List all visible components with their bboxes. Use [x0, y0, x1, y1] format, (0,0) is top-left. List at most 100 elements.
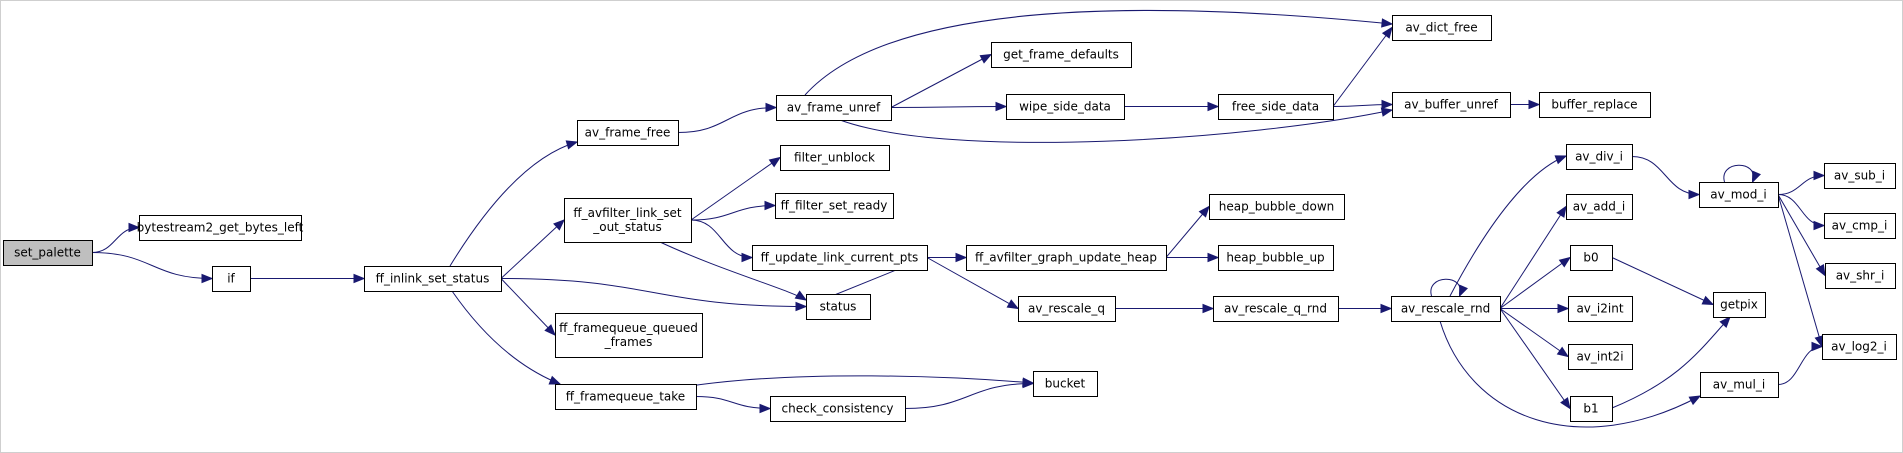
node-box: [991, 42, 1132, 68]
function-node-av-sub-i[interactable]: av_sub_i: [1824, 163, 1896, 189]
node-box: [1570, 396, 1613, 422]
edge-arrowhead: [1813, 220, 1826, 231]
function-node-av-add-i[interactable]: av_add_i: [1566, 194, 1633, 220]
edge-arrowhead: [1751, 170, 1761, 184]
function-node-av-frame-unref[interactable]: av_frame_unref: [776, 95, 892, 121]
call-edge: [1499, 205, 1567, 309]
call-edge: [1338, 303, 1393, 314]
edge-line: [451, 290, 561, 385]
node-box: [806, 294, 871, 320]
function-node-ff-avfilter-graph-update-heap[interactable]: ff_avfilter_graph_update_heap: [966, 245, 1167, 271]
function-node-av-rescale-q[interactable]: av_rescale_q: [1018, 296, 1116, 322]
function-node-if[interactable]: if: [212, 266, 251, 292]
function-node-getpix[interactable]: getpix: [1713, 292, 1766, 318]
node-label: av_add_i: [1573, 200, 1625, 214]
edge-arrowhead: [995, 101, 1008, 112]
node-label: av_shr_i: [1836, 269, 1885, 283]
edge-line: [91, 252, 213, 279]
function-node-ff-update-link-current-pts[interactable]: ff_update_link_current_pts: [752, 245, 928, 271]
node-label: av_cmp_i: [1832, 219, 1888, 233]
call-edge: [1449, 155, 1568, 297]
edge-arrowhead: [979, 53, 993, 64]
node-label: ff_avfilter_link_set: [573, 206, 681, 220]
function-node-check-consistency[interactable]: check_consistency: [770, 396, 906, 422]
edge-line: [1449, 155, 1567, 297]
edge-line: [690, 219, 753, 258]
function-node-av-log2-i[interactable]: av_log2_i: [1822, 334, 1897, 360]
function-node-b0[interactable]: b0: [1570, 245, 1613, 271]
node-box: [780, 145, 890, 171]
call-edge: [690, 200, 777, 221]
function-node-buffer-replace[interactable]: buffer_replace: [1539, 92, 1651, 118]
function-node-av-mul-i[interactable]: av_mul_i: [1700, 372, 1779, 398]
node-box: [1392, 15, 1492, 41]
function-node-av-mod-i[interactable]: av_mod_i: [1699, 182, 1779, 208]
function-node-status[interactable]: status: [806, 294, 871, 320]
node-label: ff_framequeue_queued: [559, 321, 698, 335]
function-node-get-frame-defaults[interactable]: get_frame_defaults: [991, 42, 1132, 68]
function-node-heap-bubble-down[interactable]: heap_bubble_down: [1209, 194, 1345, 220]
edge-arrowhead: [1813, 170, 1826, 181]
call-edge: [804, 9, 1394, 96]
function-node-av-rescale-rnd[interactable]: av_rescale_rnd: [1391, 296, 1501, 322]
function-node-ff-framequeue-queued-frames[interactable]: ff_framequeue_queued_frames: [555, 313, 703, 358]
call-edge: [500, 278, 556, 336]
function-node-ff-inlink-set-status[interactable]: ff_inlink_set_status: [364, 266, 502, 292]
function-node-ff-framequeue-take[interactable]: ff_framequeue_take: [555, 384, 697, 410]
node-label: getpix: [1720, 298, 1758, 312]
node-label: av_mul_i: [1713, 378, 1765, 392]
node-box: [1566, 144, 1633, 170]
node-box: [1566, 194, 1633, 220]
node-box: [1392, 92, 1511, 118]
node-label: av_div_i: [1575, 150, 1623, 164]
node-box: [555, 313, 703, 358]
node-label: av_log2_i: [1831, 340, 1887, 354]
function-node-filter-unblock[interactable]: filter_unblock: [780, 145, 890, 171]
function-node-av-rescale-q-rnd[interactable]: av_rescale_q_rnd: [1213, 296, 1339, 322]
edge-line: [1611, 257, 1714, 305]
edge-line: [500, 219, 565, 279]
function-node-set-palette[interactable]: set_palette: [3, 240, 93, 266]
function-node-av-frame-free[interactable]: av_frame_free: [577, 120, 679, 146]
node-label: ff_avfilter_graph_update_heap: [975, 251, 1157, 265]
function-node-b1[interactable]: b1: [1570, 396, 1613, 422]
node-label: status: [820, 300, 857, 314]
function-node-bytestream2-get-bytes-left[interactable]: bytestream2_get_bytes_left: [137, 215, 304, 241]
function-node-av-shr-i[interactable]: av_shr_i: [1825, 263, 1896, 289]
node-box: [1018, 296, 1116, 322]
call-edge: [1430, 278, 1468, 298]
edge-arrowhead: [1560, 397, 1571, 410]
function-node-av-div-i[interactable]: av_div_i: [1566, 144, 1633, 170]
function-node-ff-filter-set-ready[interactable]: ff_filter_set_ready: [775, 193, 894, 219]
node-box: [564, 198, 692, 243]
node-label: av_sub_i: [1834, 169, 1885, 183]
call-edge: [1165, 205, 1210, 258]
node-label: heap_bubble_up: [1226, 251, 1324, 265]
function-node-heap-bubble-up[interactable]: heap_bubble_up: [1218, 245, 1334, 271]
call-edge: [1631, 156, 1701, 200]
call-edge: [689, 375, 1035, 387]
node-box: [1033, 371, 1098, 397]
function-node-av-dict-free[interactable]: av_dict_free: [1392, 15, 1492, 41]
call-edge: [1332, 99, 1394, 110]
node-box: [3, 240, 93, 266]
edge-arrowhead: [1380, 107, 1394, 117]
function-node-av-buffer-unref[interactable]: av_buffer_unref: [1392, 92, 1511, 118]
call-edge: [500, 278, 808, 312]
edge-line: [1332, 27, 1393, 107]
function-node-av-i2int[interactable]: av_i2int: [1568, 296, 1633, 322]
node-box: [1699, 182, 1779, 208]
function-node-bucket[interactable]: bucket: [1033, 371, 1098, 397]
edge-arrowhead: [1688, 395, 1702, 406]
edge-arrowhead: [544, 324, 556, 336]
edge-line: [890, 106, 1007, 108]
call-edge: [1777, 194, 1826, 231]
edge-line: [91, 227, 140, 253]
function-node-av-int2i[interactable]: av_int2i: [1568, 344, 1633, 370]
function-node-ff-avfilter-link-set-out-status[interactable]: ff_avfilter_link_set_out_status: [564, 198, 692, 243]
function-node-free-side-data[interactable]: free_side_data: [1218, 94, 1334, 120]
edge-arrowhead: [1022, 378, 1035, 389]
function-node-wipe-side-data[interactable]: wipe_side_data: [1006, 94, 1125, 120]
node-box: [1391, 296, 1501, 322]
function-node-av-cmp-i[interactable]: av_cmp_i: [1824, 213, 1896, 239]
